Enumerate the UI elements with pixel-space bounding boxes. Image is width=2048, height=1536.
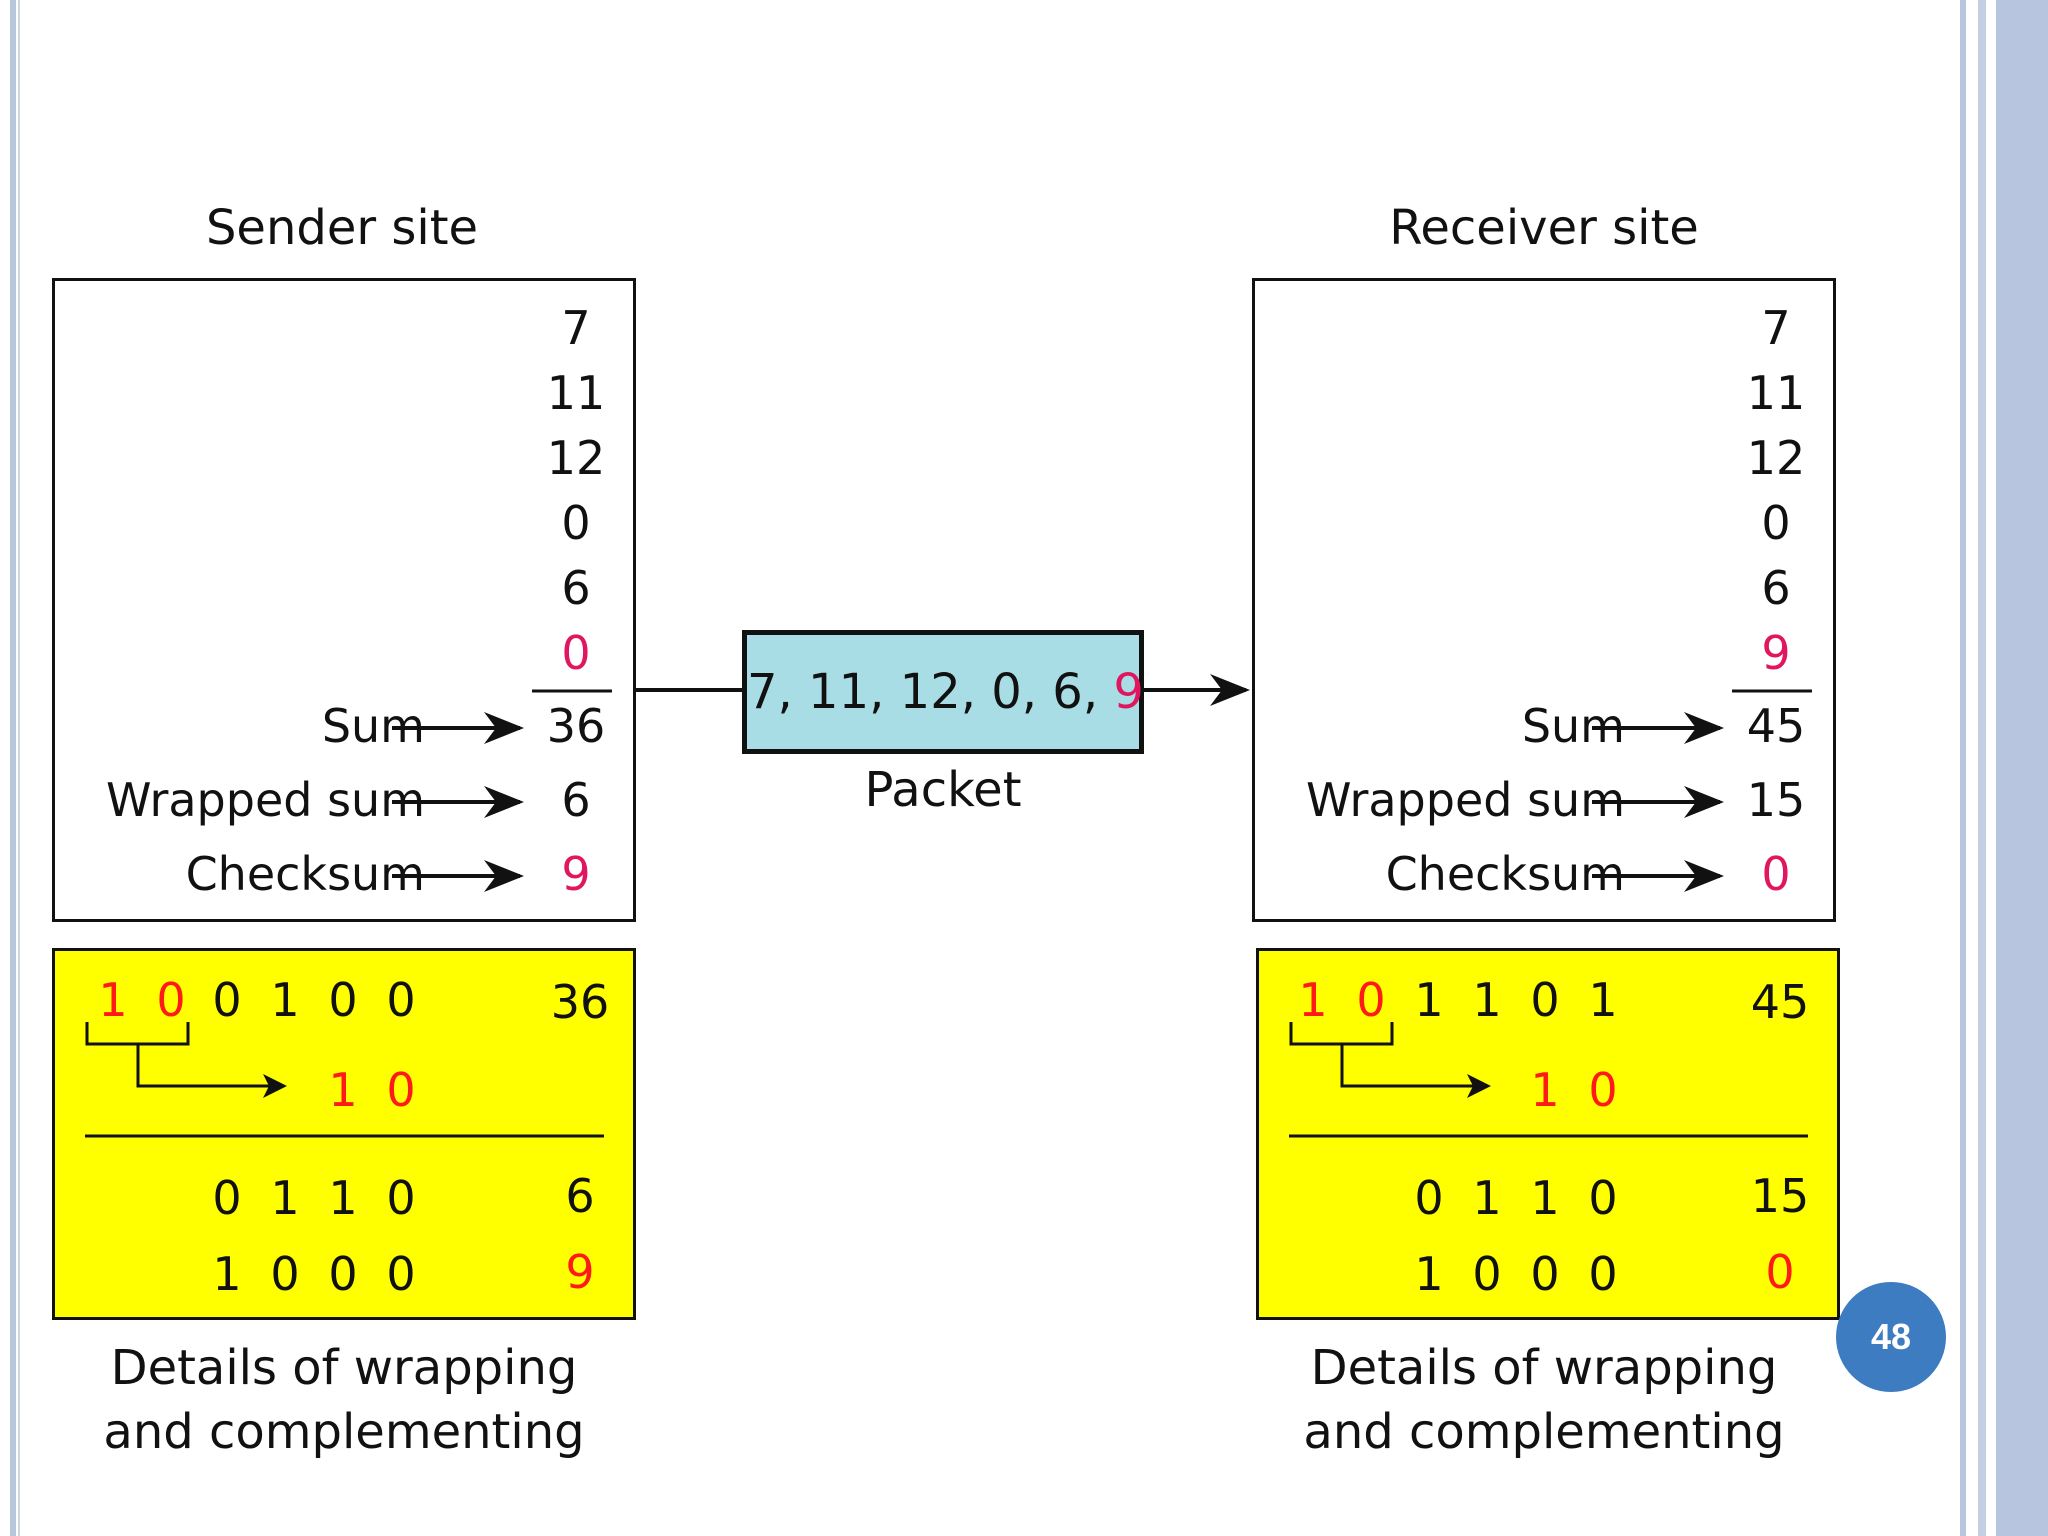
receiver-wrapped-bit-3: 1 bbox=[1530, 1171, 1560, 1225]
receiver-complement-bit-3: 0 bbox=[1530, 1247, 1560, 1301]
slide-border-right-mid bbox=[1978, 0, 1986, 1536]
receiver-carry-add-2: 0 bbox=[1588, 1063, 1618, 1117]
slide-number-badge: 48 bbox=[1836, 1282, 1946, 1392]
receiver-wrapped-bit-4: 0 bbox=[1588, 1171, 1618, 1225]
sender-value-5: 6 bbox=[561, 561, 591, 615]
sender-carry-bracket bbox=[85, 1022, 190, 1046]
receiver-checksum-label: Checksum bbox=[1385, 847, 1625, 901]
sender-bit-carry-2: 0 bbox=[156, 973, 186, 1027]
slide-border-left bbox=[10, 0, 16, 1536]
sender-wrapped-value: 6 bbox=[561, 773, 591, 827]
receiver-value-2: 11 bbox=[1746, 366, 1806, 420]
sender-bit-6: 0 bbox=[386, 973, 416, 1027]
receiver-detail-sum: 45 bbox=[1750, 975, 1810, 1029]
sender-details-box: 1 0 0 1 0 0 36 1 0 0 1 1 0 6 1 0 0 0 9 bbox=[52, 948, 636, 1320]
sender-carry-add-2: 0 bbox=[386, 1063, 416, 1117]
packet-label: Packet bbox=[864, 762, 1022, 818]
sender-wrapped-bit-2: 1 bbox=[270, 1171, 300, 1225]
receiver-detail-checksum: 0 bbox=[1765, 1245, 1795, 1299]
sender-caption: Details of wrapping and complementing bbox=[84, 1336, 604, 1464]
receiver-wrapped-label: Wrapped sum bbox=[1306, 773, 1625, 827]
sender-bit-carry-1: 1 bbox=[98, 973, 128, 1027]
packet-box: 7, 11, 12, 0, 6, 9 bbox=[742, 630, 1144, 754]
sender-wrapped-label: Wrapped sum bbox=[106, 773, 425, 827]
sender-box: 7 11 12 0 6 0 Sum 36 Wrapped sum 6 Check… bbox=[52, 278, 636, 922]
packet-values: 7, 11, 12, 0, 6, bbox=[747, 664, 1114, 720]
sender-complement-bit-2: 0 bbox=[270, 1247, 300, 1301]
sender-wrapped-bit-3: 1 bbox=[328, 1171, 358, 1225]
sender-caption-line1: Details of wrapping bbox=[110, 1340, 578, 1396]
receiver-value-1: 7 bbox=[1761, 301, 1791, 355]
receiver-value-3: 12 bbox=[1746, 431, 1806, 485]
receiver-value-4: 0 bbox=[1761, 496, 1791, 550]
receiver-complement-bit-1: 1 bbox=[1414, 1247, 1444, 1301]
receiver-complement-bit-2: 0 bbox=[1472, 1247, 1502, 1301]
sender-wrapped-bit-1: 0 bbox=[212, 1171, 242, 1225]
receiver-checksum-value: 0 bbox=[1761, 847, 1791, 901]
sender-checksum-value: 9 bbox=[561, 847, 591, 901]
receiver-bit-carry-2: 0 bbox=[1356, 973, 1386, 1027]
sender-complement-bit-1: 1 bbox=[212, 1247, 242, 1301]
sender-detail-sum: 36 bbox=[550, 975, 610, 1029]
receiver-caption-line2: and complementing bbox=[1303, 1404, 1785, 1460]
receiver-bit-6: 1 bbox=[1588, 973, 1618, 1027]
receiver-wrapped-value: 15 bbox=[1746, 773, 1806, 827]
sender-carry-add-1: 1 bbox=[328, 1063, 358, 1117]
sender-complement-bit-4: 0 bbox=[386, 1247, 416, 1301]
receiver-caption-line1: Details of wrapping bbox=[1310, 1340, 1778, 1396]
receiver-wrapped-bit-1: 0 bbox=[1414, 1171, 1444, 1225]
receiver-caption: Details of wrapping and complementing bbox=[1284, 1336, 1804, 1464]
sender-value-1: 7 bbox=[561, 301, 591, 355]
receiver-carry-add-1: 1 bbox=[1530, 1063, 1560, 1117]
sender-bit-4: 1 bbox=[270, 973, 300, 1027]
sender-value-3: 12 bbox=[546, 431, 606, 485]
receiver-received-checksum: 9 bbox=[1761, 626, 1791, 680]
slide-border-right-outer bbox=[1996, 0, 2048, 1536]
receiver-carry-bracket bbox=[1289, 1022, 1394, 1046]
sender-carry-arrow bbox=[136, 1044, 287, 1098]
sender-checksum-label: Checksum bbox=[185, 847, 425, 901]
receiver-details-box: 1 0 1 1 0 1 45 1 0 0 1 1 0 15 1 0 0 0 0 bbox=[1256, 948, 1840, 1320]
sender-caption-line2: and complementing bbox=[103, 1404, 585, 1460]
sender-value-4: 0 bbox=[561, 496, 591, 550]
packet-checksum: 9 bbox=[1113, 664, 1144, 720]
receiver-bit-3: 1 bbox=[1414, 973, 1444, 1027]
receiver-bit-4: 1 bbox=[1472, 973, 1502, 1027]
receiver-value-5: 6 bbox=[1761, 561, 1791, 615]
receiver-box: 7 11 12 0 6 9 Sum 45 Wrapped sum 15 Chec… bbox=[1252, 278, 1836, 922]
sender-complement-bit-3: 0 bbox=[328, 1247, 358, 1301]
sender-bit-3: 0 bbox=[212, 973, 242, 1027]
sender-checksum-placeholder: 0 bbox=[561, 626, 591, 680]
sender-sum-value: 36 bbox=[546, 699, 606, 753]
receiver-complement-bit-4: 0 bbox=[1588, 1247, 1618, 1301]
receiver-detail-wrapped: 15 bbox=[1750, 1169, 1810, 1223]
slide-border-left-inner bbox=[18, 0, 20, 1536]
sender-detail-checksum: 9 bbox=[565, 1245, 595, 1299]
sender-wrapped-bit-4: 0 bbox=[386, 1171, 416, 1225]
sender-detail-wrapped: 6 bbox=[565, 1169, 595, 1223]
receiver-bit-5: 0 bbox=[1530, 973, 1560, 1027]
receiver-bit-carry-1: 1 bbox=[1298, 973, 1328, 1027]
receiver-carry-arrow bbox=[1340, 1044, 1491, 1098]
sender-bit-5: 0 bbox=[328, 973, 358, 1027]
receiver-title: Receiver site bbox=[1389, 200, 1699, 256]
receiver-wrapped-bit-2: 1 bbox=[1472, 1171, 1502, 1225]
receiver-sum-value: 45 bbox=[1746, 699, 1806, 753]
slide-border-right-inner bbox=[1960, 0, 1966, 1536]
sender-title: Sender site bbox=[205, 200, 479, 256]
sender-value-2: 11 bbox=[546, 366, 606, 420]
